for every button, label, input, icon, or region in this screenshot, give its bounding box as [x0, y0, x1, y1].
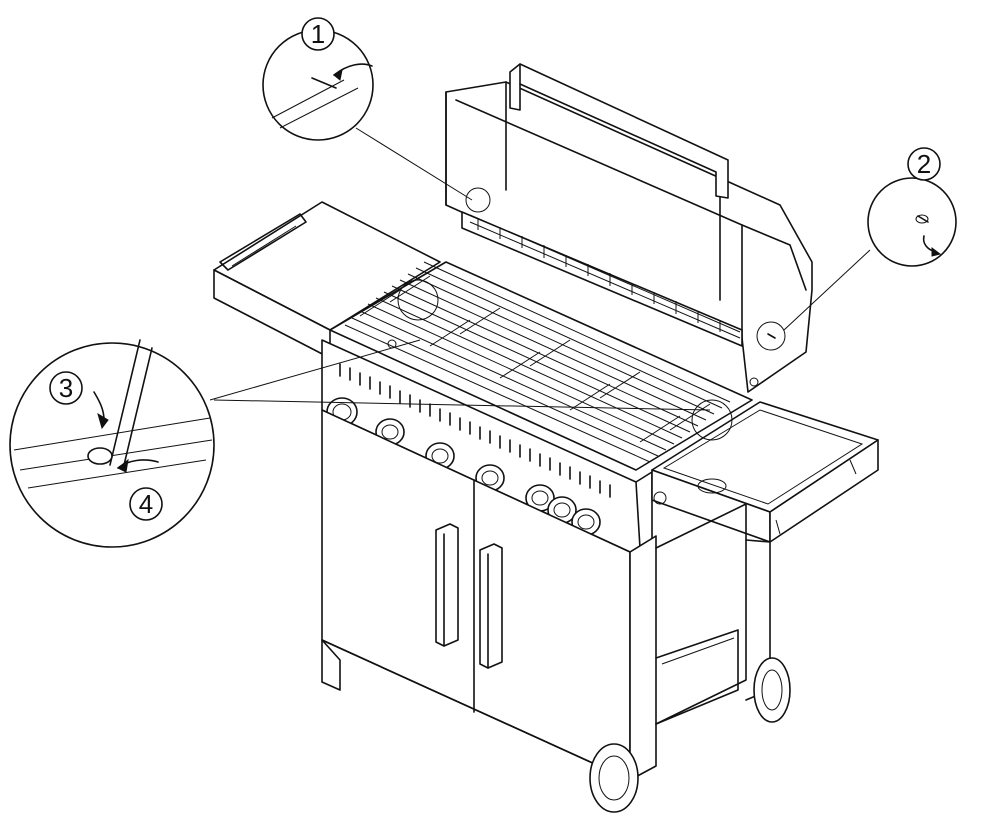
- detail-view-2: [783, 177, 957, 331]
- left-side-shelf: [213, 201, 441, 359]
- lid-handle: [509, 63, 729, 199]
- callout-4-label: 4: [139, 489, 153, 519]
- control-knobs: [326, 397, 601, 536]
- door-handle-left: [435, 523, 459, 647]
- callout-3-label: 3: [59, 373, 73, 403]
- firebox: [329, 261, 753, 471]
- warming-rack: [461, 211, 743, 347]
- right-side-burner: [651, 401, 879, 543]
- cabinet: [321, 409, 657, 781]
- cart-frame: [655, 503, 771, 725]
- callout-2-label: 2: [917, 149, 931, 179]
- wheel-rear: [753, 657, 791, 723]
- callout-3: 3: [49, 371, 83, 405]
- callout-1: 1: [301, 17, 335, 51]
- callout-1-label: 1: [311, 19, 325, 49]
- callout-4: 4: [129, 487, 163, 521]
- wheel-front: [589, 743, 639, 813]
- callout-2: 2: [907, 147, 941, 181]
- door-handle-right: [479, 543, 503, 669]
